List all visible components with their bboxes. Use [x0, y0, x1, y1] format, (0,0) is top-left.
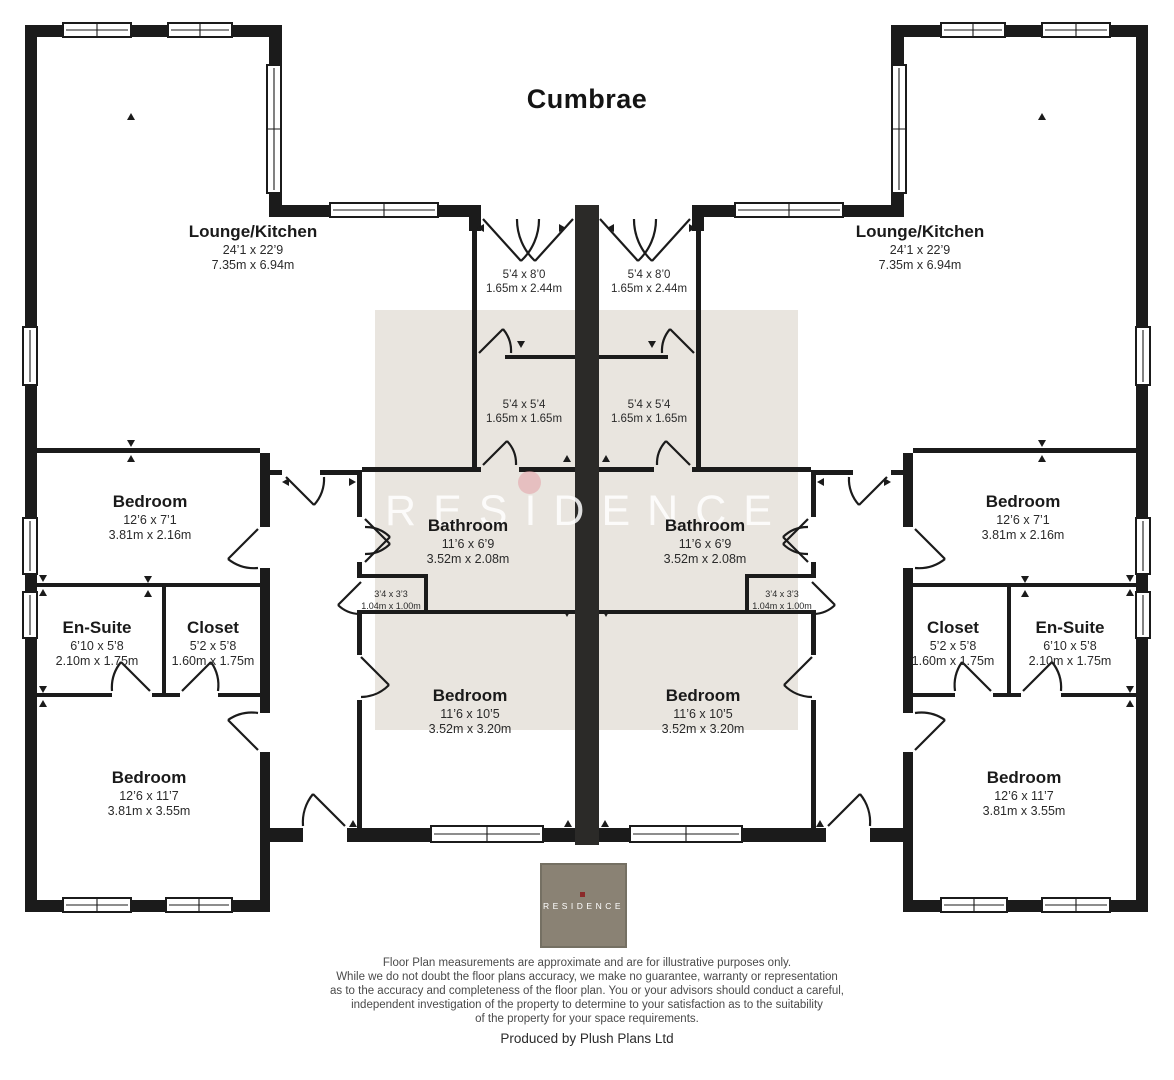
watermark-dot: [518, 471, 541, 494]
produced-by-text: Produced by Plush Plans Ltd: [500, 1031, 674, 1046]
room-label-ensuite-left: En-Suite 6’10 x 5’8 2.10m x 1.75m: [55, 618, 139, 668]
disclaimer-line: as to the accuracy and completeness of t…: [330, 985, 844, 997]
room-label-ensuite-right: En-Suite 6’10 x 5’8 2.10m x 1.75m: [1028, 618, 1112, 668]
room-label-hall-right: 5’4 x 8’0 1.65m x 2.44m: [610, 269, 688, 296]
dimension-arrows: [39, 113, 572, 827]
room-label-bathroom-right: Bathroom 11’6 x 6’9 3.52m x 2.08m: [663, 516, 747, 566]
room-label-lobby-right: 5’4 x 5’4 1.65m x 1.65m: [610, 399, 688, 426]
disclaimer-line: independent investigation of the propert…: [351, 999, 823, 1011]
room-label-hall-left: 5’4 x 8’0 1.65m x 2.44m: [485, 269, 563, 296]
room-label-bathroom-left: Bathroom 11’6 x 6’9 3.52m x 2.08m: [426, 516, 510, 566]
room-label-closet-left: Closet 5’2 x 5’8 1.60m x 1.75m: [171, 618, 255, 668]
residence-logo: RESIDENCE: [540, 863, 627, 948]
disclaimer-text: Floor Plan measurements are approximate …: [277, 956, 897, 1026]
room-label-store-left: 3’4 x 3’3 1.04m x 1.00m: [361, 589, 421, 611]
room-label-lounge-right: Lounge/Kitchen 24’1 x 22’9 7.35m x 6.94m: [855, 222, 985, 272]
disclaimer-line: While we do not doubt the floor plans ac…: [336, 971, 838, 983]
logo-accent-dot-icon: [580, 892, 585, 897]
party-wall-spine: [575, 205, 599, 845]
unit-left-walls: [22, 22, 587, 913]
logo-text: RESIDENCE: [542, 901, 625, 911]
room-label-midbed-right: Bedroom 11’6 x 10’5 3.52m x 3.20m: [661, 686, 745, 736]
room-label-closet-right: Closet 5’2 x 5’8 1.60m x 1.75m: [911, 618, 995, 668]
window-glyphs: [22, 22, 544, 913]
page-title: Cumbrae: [526, 84, 648, 114]
room-label-lobby-left: 5’4 x 5’4 1.65m x 1.65m: [485, 399, 563, 426]
room-label-bed2-left: Bedroom 12’6 x 11’7 3.81m x 3.55m: [107, 768, 191, 818]
room-label-store-right: 3’4 x 3’3 1.04m x 1.00m: [752, 589, 812, 611]
room-label-midbed-left: Bedroom 11’6 x 10’5 3.52m x 3.20m: [428, 686, 512, 736]
room-label-lounge-left: Lounge/Kitchen 24’1 x 22’9 7.35m x 6.94m: [188, 222, 318, 272]
disclaimer-line: of the property for your space requireme…: [475, 1013, 699, 1025]
watermark-text: RESIDENCE: [385, 487, 789, 535]
room-label-bed1-right: Bedroom 12’6 x 7’1 3.81m x 2.16m: [981, 492, 1065, 542]
room-label-bed1-left: Bedroom 12’6 x 7’1 3.81m x 2.16m: [108, 492, 192, 542]
room-label-bed2-right: Bedroom 12’6 x 11’7 3.81m x 3.55m: [982, 768, 1066, 818]
disclaimer-line: Floor Plan measurements are approximate …: [382, 957, 792, 969]
door-glyphs: [110, 218, 574, 827]
